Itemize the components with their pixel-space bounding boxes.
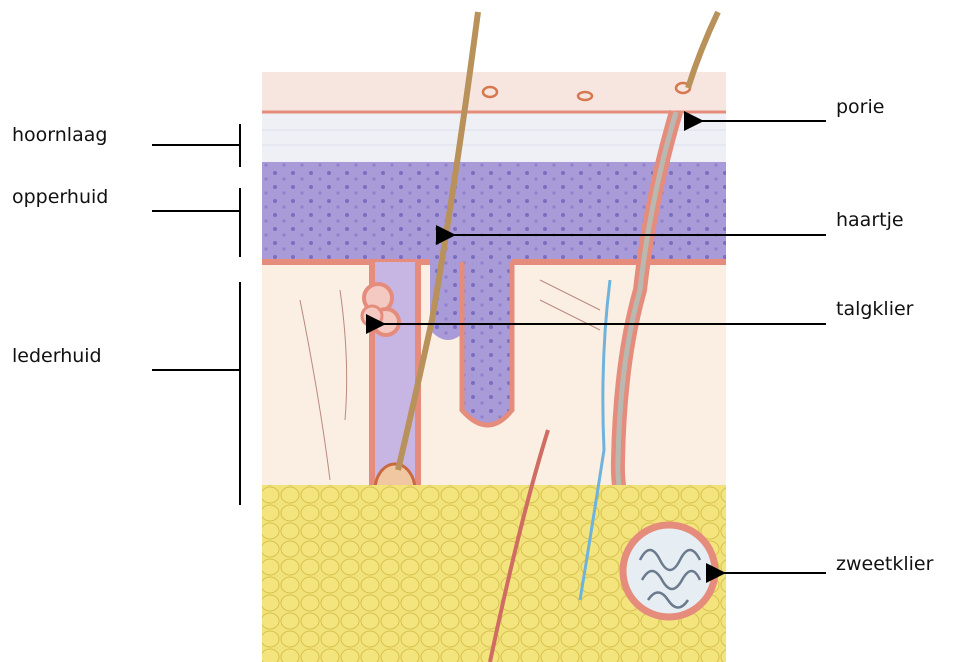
skin-surface xyxy=(262,72,726,112)
left-brackets xyxy=(152,124,240,505)
horny-layer xyxy=(262,112,726,162)
skin-illustration xyxy=(262,12,726,662)
label-hoornlaag: hoornlaag xyxy=(12,126,107,145)
title-remnant xyxy=(0,0,971,12)
label-zweetklier: zweetklier xyxy=(836,555,933,574)
label-porie: porie xyxy=(836,98,884,117)
bracket-opperhuid xyxy=(152,188,240,257)
label-opperhuid: opperhuid xyxy=(12,188,108,207)
label-talgklier: talgklier xyxy=(836,300,914,319)
label-lederhuid: lederhuid xyxy=(12,347,102,366)
bracket-lederhuid xyxy=(152,282,240,505)
bracket-hoornlaag xyxy=(152,124,240,167)
label-haartje: haartje xyxy=(836,211,904,230)
